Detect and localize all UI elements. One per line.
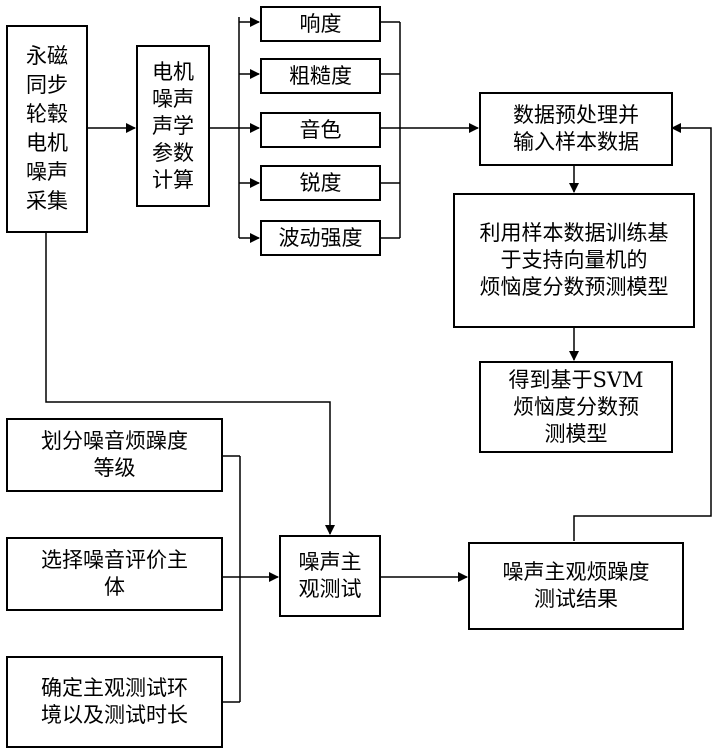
node-loudness: 响度: [260, 6, 381, 42]
node-roughness: 粗糙度: [260, 58, 381, 94]
node-subjective-test: 噪声主 观测试: [279, 535, 381, 617]
node-fluctuation-strength: 波动强度: [260, 220, 381, 256]
node-sharpness: 锐度: [260, 165, 381, 201]
node-select-evaluation-subject: 选择噪音评价主 体: [6, 537, 223, 611]
arrow-result-to-preprocess: [574, 128, 711, 541]
node-test-result: 噪声主观烦躁度 测试结果: [468, 542, 684, 630]
node-tone: 音色: [260, 112, 381, 148]
node-noise-collection: 永磁 同步 轮毂 电机 噪声 采集: [6, 25, 88, 233]
node-test-environment-duration: 确定主观测试环 境以及测试时长: [6, 656, 223, 748]
node-preprocess: 数据预处理并 输入样本数据: [479, 92, 673, 166]
node-acoustic-parameter-calc: 电机 噪声 声学 参数 计算: [136, 45, 210, 207]
node-divide-annoyance-levels: 划分噪音烦躁度 等级: [6, 418, 223, 492]
node-svm-model: 得到基于SVM 烦恼度分数预 测模型: [479, 361, 673, 453]
node-svm-training: 利用样本数据训练基 于支持向量机的 烦恼度分数预测模型: [453, 193, 695, 328]
